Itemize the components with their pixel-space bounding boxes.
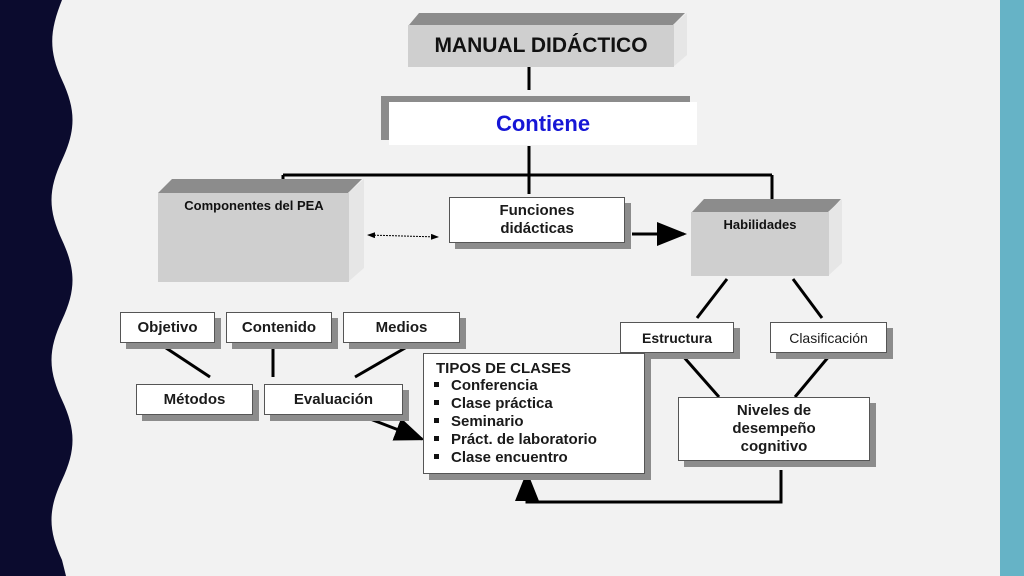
tipos-de-clases-box: TIPOS DE CLASES Conferencia Clase prácti… (423, 353, 645, 474)
list-item: Clase encuentro (432, 449, 597, 467)
bullet-icon (434, 436, 439, 441)
componentes-box-top (158, 179, 362, 193)
bullet-icon (434, 454, 439, 459)
line-medios-evaluacion (354, 342, 413, 379)
estructura-box: Estructura (620, 322, 734, 353)
medios-box: Medios (343, 312, 460, 343)
habilidades-box-top (692, 199, 841, 212)
componentes-label: Componentes del PEA (184, 198, 324, 213)
contiene-box: Contiene (389, 102, 697, 145)
arrow-evaluacion-tipos (364, 415, 425, 441)
line-habilidades-clasificacion (791, 278, 824, 319)
line-estructura-niveles (680, 354, 721, 398)
componentes-box (158, 193, 349, 282)
title-box: MANUAL DIDÁCTICO (408, 25, 674, 67)
componentes-box-side (348, 179, 364, 282)
title-box-side (673, 13, 687, 67)
line-clasificacion-niveles (793, 354, 832, 398)
clasificacion-box: Clasificación (770, 322, 887, 353)
list-item: Seminario (432, 413, 597, 431)
habilidades-label: Habilidades (723, 217, 797, 232)
right-accent-band (1000, 0, 1024, 576)
metodos-box: Métodos (136, 384, 253, 415)
line-objetivo-metodos (159, 342, 211, 379)
title-box-top (409, 13, 685, 25)
bullet-icon (434, 400, 439, 405)
left-wave-band (0, 0, 73, 576)
habilidades-box-side (828, 199, 842, 276)
tipos-de-clases-title: TIPOS DE CLASES (436, 360, 572, 377)
connector-lines (159, 66, 832, 504)
bullet-icon (434, 382, 439, 387)
tipos-de-clases-list: Conferencia Clase práctica Seminario Prá… (432, 377, 597, 467)
line-habilidades-estructura (695, 278, 729, 319)
funciones-box: Funciones didácticas (449, 197, 625, 243)
objetivo-box: Objetivo (120, 312, 215, 343)
list-item: Práct. de laboratorio (432, 431, 597, 449)
arrow-niveles-tipos (515, 470, 783, 504)
contenido-box: Contenido (226, 312, 332, 343)
habilidades-box (691, 212, 829, 276)
niveles-box: Niveles de desempeño cognitivo (678, 397, 870, 461)
bullet-icon (434, 418, 439, 423)
dotted-arrow-componentes-funciones (367, 232, 439, 240)
evaluacion-box: Evaluación (264, 384, 403, 415)
list-item: Clase práctica (432, 395, 597, 413)
list-item: Conferencia (432, 377, 597, 395)
